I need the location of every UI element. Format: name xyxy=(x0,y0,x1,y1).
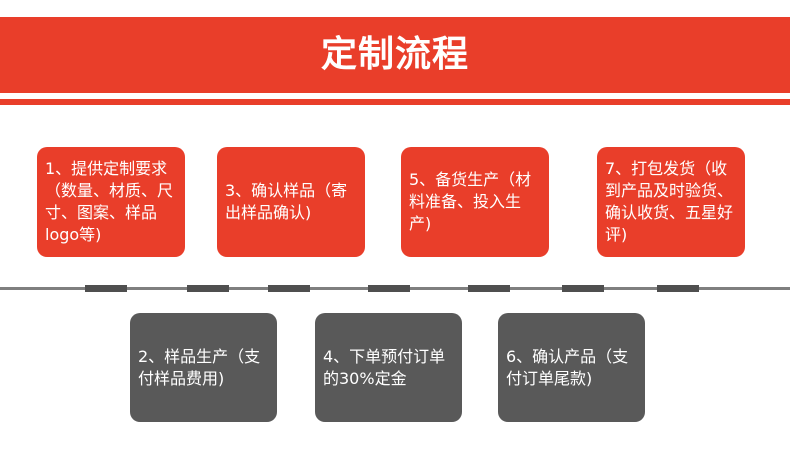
timeline-tick xyxy=(368,285,410,292)
timeline-tick xyxy=(468,285,510,292)
step-6-box: 6、确认产品（支付订单尾款) xyxy=(498,313,645,422)
step-1-box: 1、提供定制要求（数量、材质、尺寸、图案、样品logo等) xyxy=(37,147,185,257)
step-3-box: 3、确认样品（寄出样品确认) xyxy=(217,147,365,257)
step-4-text: 4、下单预付订单的30%定金 xyxy=(323,346,446,388)
step-2-box: 2、样品生产（支付样品费用) xyxy=(130,313,277,422)
timeline-tick xyxy=(268,285,310,292)
step-3-text: 3、确认样品（寄出样品确认) xyxy=(225,181,348,222)
step-1-text: 1、提供定制要求（数量、材质、尺寸、图案、样品logo等) xyxy=(45,159,174,244)
page-title: 定制流程 xyxy=(320,34,469,75)
timeline-tick xyxy=(562,285,604,292)
step-4-box: 4、下单预付订单的30%定金 xyxy=(315,313,462,422)
step-7-text: 7、打包发货（收到产品及时验货、确认收货、五星好评) xyxy=(605,159,734,244)
timeline-tick xyxy=(657,285,699,292)
step-2-text: 2、样品生产（支付样品费用) xyxy=(138,346,261,388)
timeline-tick xyxy=(85,285,127,292)
step-5-box: 5、备货生产（材料准备、投入生产) xyxy=(401,147,549,257)
step-5-text: 5、备货生产（材料准备、投入生产) xyxy=(409,170,532,233)
banner-accent-line xyxy=(0,99,790,105)
title-banner xyxy=(0,17,790,93)
step-7-box: 7、打包发货（收到产品及时验货、确认收货、五星好评) xyxy=(597,147,745,257)
step-6-text: 6、确认产品（支付订单尾款) xyxy=(506,346,629,388)
title-underline xyxy=(360,93,432,97)
timeline-tick xyxy=(187,285,229,292)
